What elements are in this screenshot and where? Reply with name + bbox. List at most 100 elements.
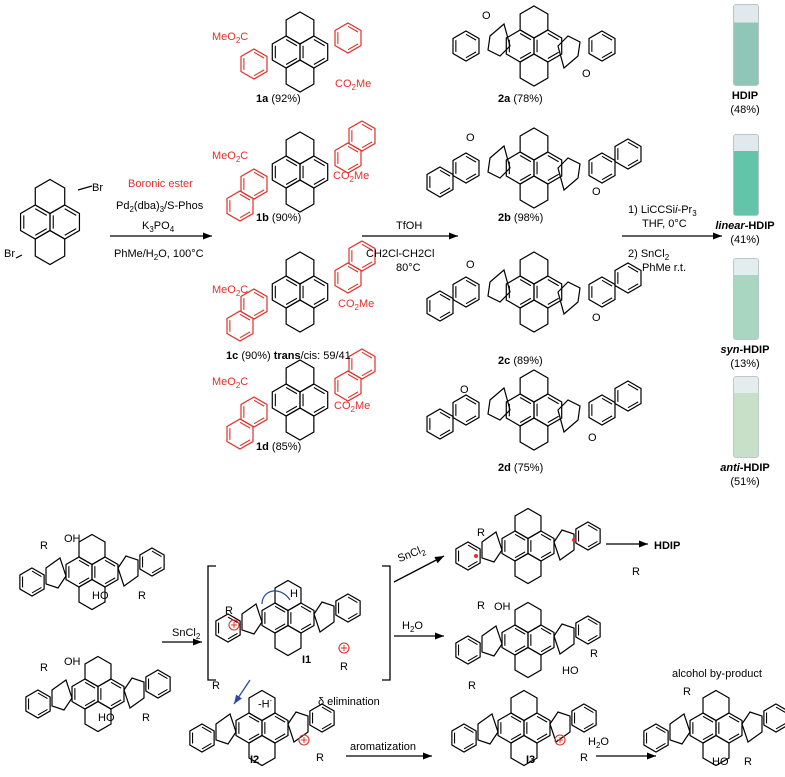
step3-cond4: PhMe r.t. xyxy=(642,262,687,274)
o-2a-bot: O xyxy=(582,68,591,80)
cmpd-1c-core-ring-top xyxy=(285,251,315,285)
electron-push-arrow xyxy=(261,590,291,605)
cmpd-2d-core-ring-right-bond xyxy=(547,415,559,423)
base-label: K3PO4 xyxy=(142,220,175,235)
product-anti-yield: (51%) xyxy=(730,476,760,488)
label-2b: 2b (98%) xyxy=(498,212,544,224)
mech-diol-bottom-core-ring-bottom xyxy=(84,700,112,733)
mech-diol-top-five-left xyxy=(45,557,67,589)
o-2c-bot: O xyxy=(592,312,601,324)
cmpd-2c-benzo-right xyxy=(588,276,616,308)
arrow-aromatization-head xyxy=(423,752,432,760)
start-core-ring-right-bond xyxy=(64,208,77,216)
cmpd-1d-naph-left xyxy=(226,418,254,450)
mech-oh-bot: OH xyxy=(64,656,81,668)
mech-i2-benzo-right-bond xyxy=(321,722,332,730)
mech-diol-bottom-core-ring-right-bond xyxy=(110,681,122,689)
cmpd-1a-aryl-right-bond xyxy=(347,25,359,33)
mech-alcohol-benzo-left xyxy=(455,635,481,665)
start-core-ring-left xyxy=(19,204,51,240)
mech-i3-core-ring-right xyxy=(523,712,551,744)
cmpd-1b-aryl-left xyxy=(240,168,268,200)
cmpd-1b-naph-right-bond xyxy=(361,123,373,131)
arrow-sncl2-upper-head xyxy=(434,556,444,564)
bracket-left xyxy=(207,565,216,681)
cmpd-1c-core-ring-bottom xyxy=(285,299,315,333)
bracket-right xyxy=(382,565,391,681)
cmpd-2c-core-ring-right-bond xyxy=(547,279,559,287)
start-core-ring-right-bond xyxy=(64,228,77,236)
mech-diol-bottom-core-ring-right-bond xyxy=(110,699,122,707)
ester-1b-left: MeO2C xyxy=(212,150,249,165)
mech-r-oh: R xyxy=(477,600,485,612)
label-2c: 2c (89%) xyxy=(498,355,543,367)
mech-i3-benzo-left-bond xyxy=(463,742,474,750)
cmpd-1a-aryl-left-bond xyxy=(253,69,265,77)
mech-diradical-core-ring-bottom xyxy=(514,552,542,585)
mech-r-i3b: R xyxy=(580,752,588,764)
cmpd-2b-naph-right-bond xyxy=(627,141,639,149)
mech-diradical-core-ring-right-bond xyxy=(540,533,552,541)
cmpd-1c-aryl-left-bond xyxy=(253,309,265,317)
mech-diradical-core-ring-left-bond xyxy=(514,551,526,559)
cmpd-2b-five-ring-right xyxy=(557,157,581,192)
mech-alcohol-benzo-left-bond xyxy=(467,654,478,662)
boronic-ester-label: Boronic ester xyxy=(128,178,193,190)
cmpd-1c-aryl-left xyxy=(240,288,268,320)
cmpd-2d-benzo-left-bond xyxy=(465,397,477,405)
cmpd-1d-core-ring-bottom xyxy=(285,407,315,441)
cmpd-2d-benzo-right-bond xyxy=(601,415,613,423)
label-1a: 1a (92%) xyxy=(256,93,301,105)
cmpd-2d-five-ring-right xyxy=(557,399,581,434)
mech-r-rad2: R xyxy=(632,566,640,578)
mech-i3-core-ring-right-bond xyxy=(536,733,548,741)
mech-i2-core-ring-right-bond xyxy=(274,715,286,723)
cmpd-1b-core-ring-bottom xyxy=(285,179,315,213)
cmpd-1d-aryl-right-bond xyxy=(347,391,359,399)
mech-h-i1: H xyxy=(290,588,298,600)
mech-diol-bottom-benzo-left xyxy=(25,689,51,719)
cmpd-1c-core-ring-right-bond xyxy=(313,279,325,287)
mech-ho-oh: HO xyxy=(562,665,579,677)
mech-diol-bottom-benzo-left-bond xyxy=(37,692,48,700)
mech-i3-benzo-right xyxy=(571,703,597,733)
mech-diol-top-benzo-right-bond xyxy=(151,566,162,574)
cmpd-1c-naph-left-bond xyxy=(239,313,251,321)
cmpd-2c-naph-left-bond xyxy=(439,311,451,319)
mech-ho-by: HO xyxy=(712,756,729,768)
mech-i1-core-ring-left xyxy=(261,602,289,634)
vial-linear-hdip xyxy=(733,134,759,216)
mech-alcohol-benzo-right-bond xyxy=(587,618,598,626)
cmpd-1b-aryl-left-bond xyxy=(253,189,265,197)
mech-i1-benzo-left-bond xyxy=(227,632,238,640)
vial-hdip xyxy=(733,4,759,86)
step3-cond2: THF, 0°C xyxy=(642,218,687,230)
cmpd-2a-benzo-left-bond xyxy=(465,33,477,41)
mech-byproduct-benzo-right-bond xyxy=(775,706,785,713)
mech-r-oh2: R xyxy=(590,648,598,660)
mech-diol-bottom-core-ring-left-bond xyxy=(84,699,96,707)
mech-byproduct-benzo-right xyxy=(763,703,785,733)
mech-diradical-core-ring-right xyxy=(527,530,555,562)
mech-diol-top-benzo-left-bond xyxy=(31,586,42,594)
arrow-hydride-loss-head xyxy=(234,694,242,704)
o-2d-bot: O xyxy=(588,432,597,444)
mech-diradical-core-ring-top xyxy=(514,507,542,540)
mech-i3-core-ring-right-bond xyxy=(536,715,548,723)
mech-alcohol-core-ring-right-bond xyxy=(540,645,552,653)
cmpd-2d-core-ring-right-bond xyxy=(547,397,559,405)
cmpd-1d-naph-right-bond xyxy=(361,369,373,377)
cmpd-2c-naph-left xyxy=(426,290,454,322)
cmpd-2a-benzo-left xyxy=(452,30,480,62)
cmpd-1b-naph-left-bond xyxy=(239,211,251,219)
mech-i1-core-ring-right xyxy=(287,602,315,634)
mech-diol-bottom-benzo-right-bond xyxy=(157,688,168,696)
cmpd-2d-core-ring-top xyxy=(519,369,549,403)
cmpd-2d-naph-right-bond xyxy=(627,401,639,409)
br-label-right: Br xyxy=(92,182,103,194)
mech-diradical-benzo-left-bond xyxy=(467,560,478,568)
cmpd-2c-benzo-left-bond xyxy=(465,279,477,287)
cmpd-2d-benzo-right-bond xyxy=(601,397,613,405)
step3-cond1: 1) LiCCSii-Pr3 xyxy=(628,204,697,219)
mech-byproduct-core-ring-right-bond xyxy=(728,715,740,723)
